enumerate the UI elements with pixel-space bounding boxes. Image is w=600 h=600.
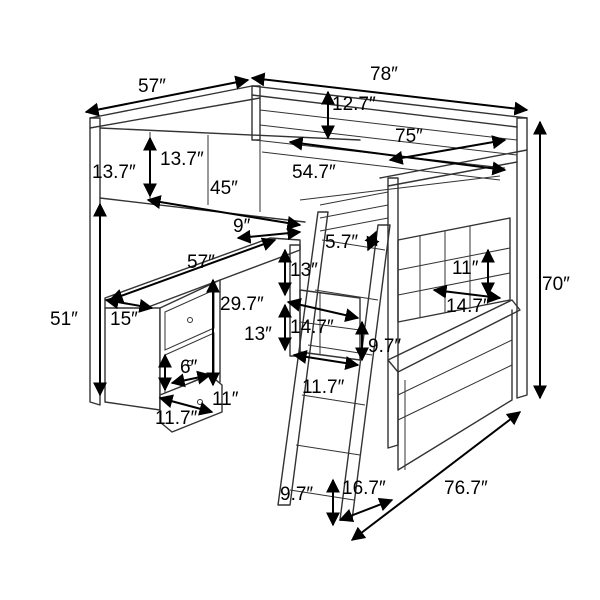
label-drawer-height-b: 6″ <box>180 357 198 378</box>
label-ladder-depth: 16.7″ <box>342 478 386 499</box>
label-ladder-width: 9.7″ <box>280 484 313 505</box>
label-mattress-length: 75″ <box>395 126 423 147</box>
label-right-cubby-height: 11″ <box>452 258 479 279</box>
label-guardrail-height: 12.7″ <box>332 94 376 115</box>
dimension-lines <box>84 72 547 541</box>
label-shelf-width: 45″ <box>210 178 238 199</box>
label-overall-depth: 76.7″ <box>444 478 488 499</box>
label-clearance-height: 51″ <box>50 309 78 330</box>
label-shelf-height: 13.7″ <box>92 162 136 183</box>
label-desk-length: 57″ <box>187 252 215 273</box>
label-side-shelf-height: 13″ <box>290 260 318 281</box>
label-mattress-width: 54.7″ <box>292 162 336 183</box>
label-desk-gap: 9″ <box>233 216 251 237</box>
label-cubby-width: 14.7″ <box>290 317 334 338</box>
label-drawer-width: 29.7″ <box>220 294 264 315</box>
label-desk-depth: 15″ <box>110 309 138 330</box>
label-drawer-depth: 11.7″ <box>155 408 198 429</box>
label-drawer-height-a: 13″ <box>244 324 272 345</box>
dimension-labels: 78″ 57″ 12.7″ 75″ 54.7″ 13.7″ 13.7″ 45″ … <box>50 64 570 505</box>
label-right-cubby-width: 14.7″ <box>446 296 490 317</box>
label-total-height: 70″ <box>542 274 570 295</box>
label-total-width: 78″ <box>370 64 398 85</box>
label-drawer-width-b: 11″ <box>212 389 239 410</box>
label-cubby-width-b: 11.7″ <box>302 377 345 398</box>
label-ladder-step: 5.7″ <box>325 232 358 253</box>
label-cubby-height: 9.7″ <box>368 336 401 357</box>
ladder <box>277 211 391 521</box>
label-total-depth: 57″ <box>138 76 166 97</box>
label-cabinet-height: 13.7″ <box>160 149 204 170</box>
